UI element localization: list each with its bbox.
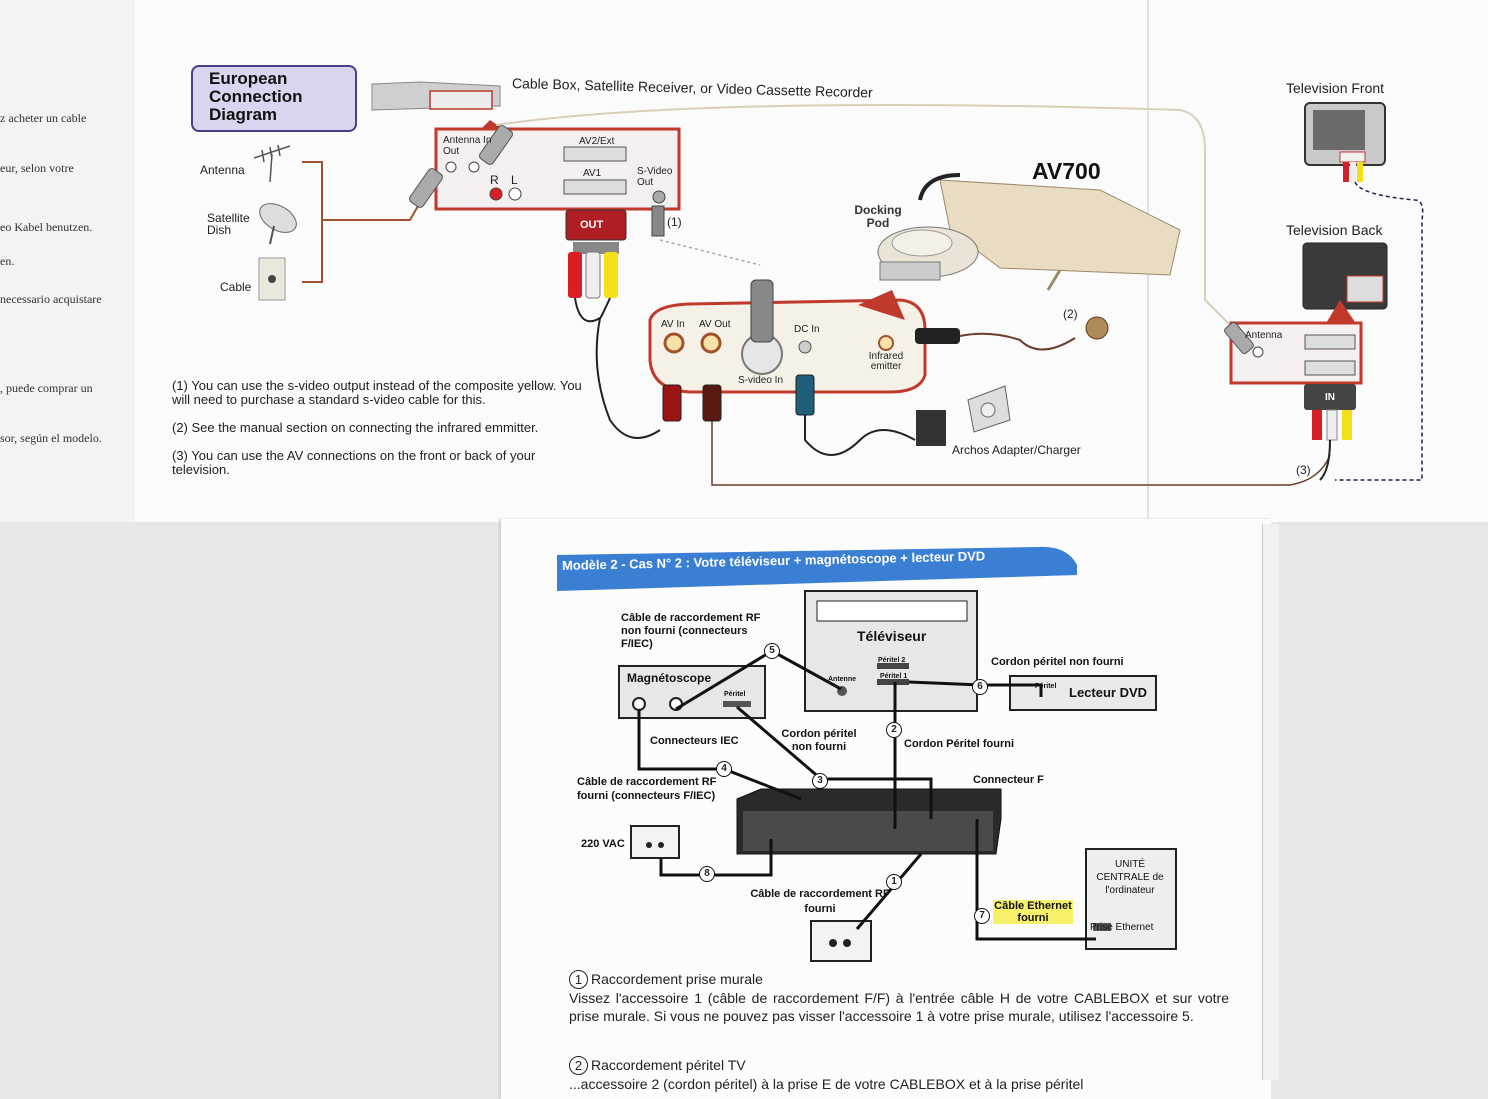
previous-page-margin <box>0 0 135 522</box>
tv-antenna-label: Antenna <box>1245 330 1283 341</box>
rf-cable-not-supplied-label: Câble de raccordement RF non fourni (con… <box>621 612 761 650</box>
note-1: (1) You can use the s-video output inste… <box>172 378 582 407</box>
peritel-mag-label: Péritel <box>724 691 746 698</box>
tv-back-icon <box>1302 242 1388 310</box>
tv-back-label: Television Back <box>1286 222 1383 238</box>
antenna-in-out-label: Antenna In Out <box>443 135 492 157</box>
av1-label: AV1 <box>583 168 602 179</box>
adapter-charger-icon <box>916 385 1011 446</box>
note-2: (2) See the manual section on connecting… <box>172 420 539 435</box>
docking-pod-icon <box>877 226 979 281</box>
ref-2-label: (2) <box>1063 307 1078 321</box>
page-edge <box>1262 524 1279 1080</box>
marker-8: 8 <box>699 866 715 882</box>
av700-label: AV700 <box>1032 158 1101 184</box>
marker-3: 3 <box>812 773 828 789</box>
cordon-peritel-non-fourni-label: Cordon péritel non fourni <box>781 728 857 753</box>
r-label: R <box>490 173 499 187</box>
magnetoscope-label: Magnétoscope <box>627 671 712 685</box>
infrared-emitter-label: Infrared emitter <box>868 351 904 372</box>
ref-1-label: (1) <box>667 215 682 229</box>
scart-out-plug <box>565 209 627 241</box>
marker-2: 2 <box>886 722 902 738</box>
peritel-2-label: Péritel 2 <box>878 657 906 664</box>
connecteur-f-label: Connecteur F <box>973 774 1044 786</box>
antenna-label: Antenna <box>200 163 245 177</box>
av-out-label: AV Out <box>699 319 731 330</box>
margin-line: eur, selon votre <box>0 161 74 175</box>
margin-line: eo Kabel benutzen. <box>0 220 93 234</box>
tv-front-label: Television Front <box>1286 80 1385 96</box>
connection-diagram-graphics <box>253 0 1424 522</box>
cable-label: Cable <box>220 280 252 294</box>
marker-4: 4 <box>716 761 732 777</box>
diagram-title: European Connection Diagram <box>191 65 357 132</box>
dc-in-label: DC In <box>794 324 820 335</box>
docking-pod-label: Docking Pod <box>854 203 902 230</box>
central-unit-label: UNITÉ CENTRALE de l'ordinateur <box>1096 859 1164 896</box>
margin-line: , puede comprar un <box>0 381 93 395</box>
l-label: L <box>511 173 518 187</box>
margin-line: necessario acquistare <box>0 292 102 306</box>
peritel-dvd-label: Péritel <box>1035 683 1057 690</box>
televiseur-label: Téléviseur <box>857 628 927 644</box>
marker-5: 5 <box>764 643 780 659</box>
ethernet-cable-label: Câble Ethernet fourni <box>993 900 1073 924</box>
adapter-label: Archos Adapter/Charger <box>952 443 1081 457</box>
prise-ethernet-label: Prise Ethernet <box>1090 922 1154 933</box>
lecteur-dvd-label: Lecteur DVD <box>1069 685 1148 700</box>
connecteurs-iec-label: Connecteurs IEC <box>650 735 739 747</box>
rf-cable-supplied-label: Câble de raccordement RF fourni (connect… <box>577 776 717 802</box>
section-2-text: ...accessoire 2 (cordon péritel) à la pr… <box>569 1076 1084 1092</box>
rf-cable-supplied-2-label: Câble de raccordement RF fourni <box>750 888 890 915</box>
ref-3-label: (3) <box>1296 463 1311 477</box>
note-3: (3) You can use the AV connections on th… <box>172 448 536 477</box>
tv-front-icon <box>1304 102 1386 182</box>
satellite-dish-icon <box>259 203 297 245</box>
svideo-in-label: S-video In <box>738 375 784 386</box>
av-in-label: AV In <box>661 319 685 330</box>
vac-label: 220 VAC <box>581 838 625 850</box>
marker-1: 1 <box>886 874 902 890</box>
wiring-diagram-graphics <box>618 590 1177 962</box>
tv-in-label: IN <box>1325 392 1335 403</box>
section-banner <box>557 546 1077 591</box>
av2-label: AV2/Ext <box>579 136 615 147</box>
section-1-text: Vissez l'accessoire 1 (câble de raccorde… <box>569 990 1229 1024</box>
cable-box-icon <box>371 81 501 111</box>
margin-line: z acheter un cable <box>0 111 87 125</box>
peritel-1-label: Péritel 1 <box>880 673 908 680</box>
satellite-dish-label: Satellite Dish <box>207 211 250 237</box>
antenne-label: Antenne <box>828 676 856 683</box>
svideo-out-label: S-Video Out <box>637 166 673 188</box>
margin-line: en. <box>0 254 15 268</box>
cordon-peritel-fourni-label: Cordon Péritel fourni <box>904 738 1014 750</box>
margin-line: sor, según el modelo. <box>0 431 102 445</box>
marker-6: 6 <box>972 679 988 695</box>
out-label: OUT <box>580 219 604 231</box>
antenna-icon <box>253 144 291 183</box>
infrared-emitter-icon <box>1085 316 1109 340</box>
marker-7: 7 <box>974 908 990 924</box>
cordon-non-fourni-label: Cordon péritel non fourni <box>991 656 1124 668</box>
